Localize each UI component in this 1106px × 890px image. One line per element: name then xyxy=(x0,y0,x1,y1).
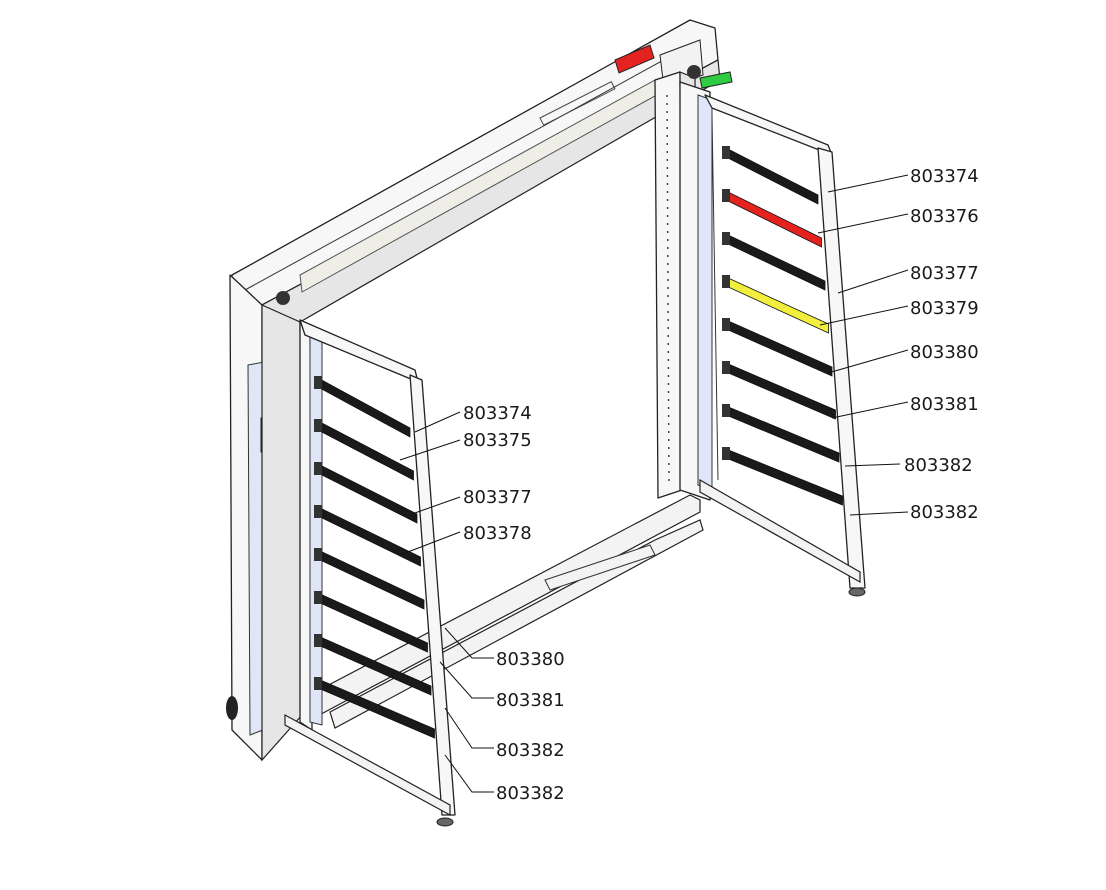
callout-left-5: 803380 xyxy=(496,649,565,670)
leader-line-11 xyxy=(411,496,461,515)
leader-line-1 xyxy=(827,174,909,193)
callout-left-6: 803381 xyxy=(496,690,565,711)
leader-line-3 xyxy=(837,269,909,294)
left-rack-frame xyxy=(284,319,456,827)
left-rack-callouts: 803374 803375 803377 803378 803380 80338… xyxy=(463,403,565,804)
callout-right-8: 803382 xyxy=(910,502,979,523)
leader-line-8 xyxy=(849,511,909,516)
right-band-2 xyxy=(725,190,822,248)
callout-left-1: 803374 xyxy=(463,403,532,424)
right-band-clip-4 xyxy=(722,275,730,288)
left-band-clip-6 xyxy=(314,591,322,604)
base-rails xyxy=(299,494,704,729)
leader-line-9 xyxy=(414,411,461,433)
right-band-8 xyxy=(725,448,843,506)
leader-line-7 xyxy=(844,463,901,467)
callout-left-2: 803375 xyxy=(463,430,532,451)
leader-line-6 xyxy=(831,401,909,419)
callout-right-7: 803382 xyxy=(904,455,973,476)
left-band-clip-1 xyxy=(314,376,322,389)
callout-left-8: 803382 xyxy=(496,783,565,804)
callout-right-4: 803379 xyxy=(910,298,979,319)
leader-line-14 xyxy=(439,661,494,699)
callout-left-4: 803378 xyxy=(463,523,532,544)
top-beam xyxy=(231,19,733,323)
leader-line-4 xyxy=(819,305,909,326)
left-band-clip-5 xyxy=(314,548,322,561)
leader-line-16 xyxy=(444,754,494,793)
left-band-clip-2 xyxy=(314,419,322,432)
right-rack-frame xyxy=(679,81,866,597)
right-band-clip-1 xyxy=(722,146,730,159)
left-band-clip-3 xyxy=(314,462,322,475)
callout-right-1: 803374 xyxy=(910,166,979,187)
right-band-4 xyxy=(725,276,829,334)
leader-line-12 xyxy=(399,531,461,556)
right-band-5 xyxy=(725,319,833,377)
left-rack-bands xyxy=(314,376,435,739)
right-band-clip-8 xyxy=(722,447,730,460)
leader-line-2 xyxy=(817,213,909,234)
right-band-3 xyxy=(725,233,826,291)
right-rack-bands xyxy=(722,146,843,506)
callout-left-7: 803382 xyxy=(496,740,565,761)
right-band-clip-3 xyxy=(722,232,730,245)
right-band-clip-2 xyxy=(722,189,730,202)
callout-right-2: 803376 xyxy=(910,206,979,227)
callout-right-6: 803381 xyxy=(910,394,979,415)
left-band-clip-4 xyxy=(314,505,322,518)
right-rack-callouts: 803374 803376 803377 803379 803380 80338… xyxy=(904,166,979,523)
callout-left-3: 803377 xyxy=(463,487,532,508)
leader-line-13 xyxy=(444,627,494,659)
right-band-6 xyxy=(725,362,836,420)
right-band-1 xyxy=(725,147,819,205)
left-band-clip-7 xyxy=(314,634,322,647)
left-band-clip-8 xyxy=(314,677,322,690)
leader-line-5 xyxy=(827,349,909,374)
right-band-clip-5 xyxy=(722,318,730,331)
callout-right-3: 803377 xyxy=(910,263,979,284)
leader-line-15 xyxy=(444,707,494,749)
callout-leaders xyxy=(399,174,909,793)
right-band-clip-7 xyxy=(722,404,730,417)
right-band-7 xyxy=(725,405,840,463)
left-main-post xyxy=(226,65,701,762)
right-band-clip-6 xyxy=(722,361,730,374)
leader-line-10 xyxy=(399,439,461,461)
callout-right-5: 803380 xyxy=(910,342,979,363)
